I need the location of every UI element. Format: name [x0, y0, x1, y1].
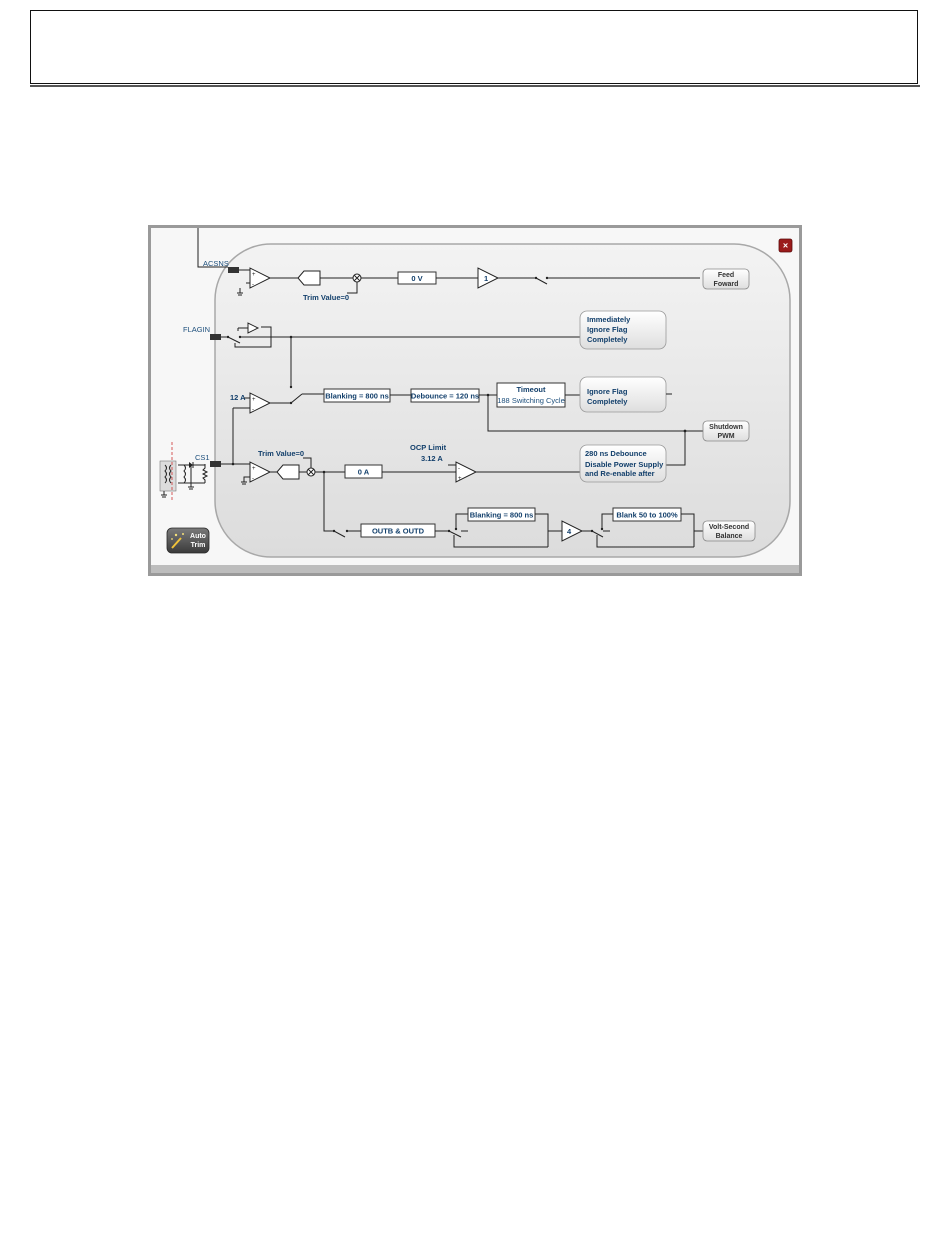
svg-text:PWM: PWM: [717, 433, 734, 440]
svg-text:Trim: Trim: [191, 542, 206, 549]
shutdown-pwm-button[interactable]: Shutdown PWM: [702, 420, 750, 442]
svg-text:Completely: Completely: [587, 335, 628, 344]
current-transformer-schematic: [159, 442, 209, 500]
feed-forward-button[interactable]: Feed Foward: [702, 268, 750, 290]
svg-text:0 A: 0 A: [358, 468, 370, 477]
ocp-limit-value: 3.12 A: [421, 454, 443, 463]
svg-text:Volt-Second: Volt-Second: [709, 524, 749, 531]
gain-buffer: [477, 267, 500, 289]
svg-text:Feed: Feed: [718, 272, 734, 279]
svg-text:+: +: [458, 476, 462, 482]
svg-text:Blank 50 to 100%: Blank 50 to 100%: [616, 511, 678, 520]
ocp-limit-comparator: [455, 461, 478, 483]
acsns-opamp: [249, 267, 272, 289]
svg-text:Debounce = 120 ns: Debounce = 120 ns: [411, 392, 479, 401]
pin-label-cs1: CS1: [195, 453, 210, 462]
volt-second-balance-button[interactable]: Volt-Second Balance: [702, 520, 756, 542]
cs1-trim-label: Trim Value=0: [258, 449, 304, 458]
svg-text:Ignore Flag: Ignore Flag: [587, 325, 628, 334]
svg-text:Foward: Foward: [714, 281, 739, 288]
svg-text:Balance: Balance: [716, 533, 743, 540]
svg-text:Blanking = 800 ns: Blanking = 800 ns: [325, 392, 389, 401]
acsns-trim-label: Trim Value=0: [303, 293, 349, 302]
svg-text:188 Switching Cycle: 188 Switching Cycle: [497, 396, 565, 405]
svg-text:Ignore Flag: Ignore Flag: [587, 387, 628, 396]
ocp-comparator: [249, 392, 272, 414]
svg-text:and Re-enable after: and Re-enable after: [585, 469, 655, 478]
svg-text:Shutdown: Shutdown: [709, 424, 743, 431]
pin-label-flagin: FLAGIN: [183, 325, 210, 334]
close-icon: ×: [783, 241, 788, 251]
svg-text:-: -: [252, 282, 254, 288]
vs-gain-buffer: [561, 520, 584, 542]
current-sense-dialog: × ACSNS + - Trim Value=0 0 V 1 Feed Fowa…: [148, 225, 802, 576]
vs-gain-value: 4: [567, 527, 572, 536]
pin-cs1[interactable]: [210, 461, 221, 467]
ocp-limit-label: OCP Limit: [410, 443, 447, 452]
svg-text:Auto: Auto: [190, 533, 206, 540]
header-box: [30, 10, 918, 84]
svg-text:-: -: [252, 407, 254, 413]
gain-value: 1: [484, 274, 488, 283]
ocp-threshold-label: 12 A: [230, 393, 246, 402]
svg-text:+: +: [252, 466, 256, 472]
pin-acsns[interactable]: [228, 267, 239, 273]
pin-label-acsns: ACSNS: [203, 259, 229, 268]
svg-text:OUTB & OUTD: OUTB & OUTD: [372, 527, 425, 536]
header-rule: [30, 85, 920, 87]
flag-option-ignore-flag[interactable]: Ignore Flag Completely: [579, 376, 667, 413]
close-button[interactable]: ×: [778, 238, 793, 253]
svg-text:Blanking = 800 ns: Blanking = 800 ns: [470, 511, 534, 520]
cs1-opamp: [249, 461, 272, 483]
svg-text:-: -: [252, 476, 254, 482]
wand-icon: [171, 533, 184, 549]
acsns-offset-value: 0 V: [411, 274, 422, 283]
pin-flagin[interactable]: [210, 334, 221, 340]
svg-text:Timeout: Timeout: [516, 385, 546, 394]
svg-text:280 ns Debounce: 280 ns Debounce: [585, 449, 647, 458]
flag-option-immediately-ignore[interactable]: Immediately Ignore Flag Completely: [579, 310, 667, 350]
svg-text:+: +: [252, 397, 256, 403]
svg-text:Disable Power Supply: Disable Power Supply: [585, 460, 664, 469]
auto-trim-button[interactable]: Auto Trim: [166, 527, 210, 554]
svg-text:Completely: Completely: [587, 397, 628, 406]
svg-text:+: +: [252, 272, 256, 278]
svg-text:-: -: [458, 466, 460, 472]
flag-option-debounce-disable[interactable]: 280 ns Debounce Disable Power Supply and…: [579, 444, 667, 483]
svg-text:Immediately: Immediately: [587, 315, 631, 324]
